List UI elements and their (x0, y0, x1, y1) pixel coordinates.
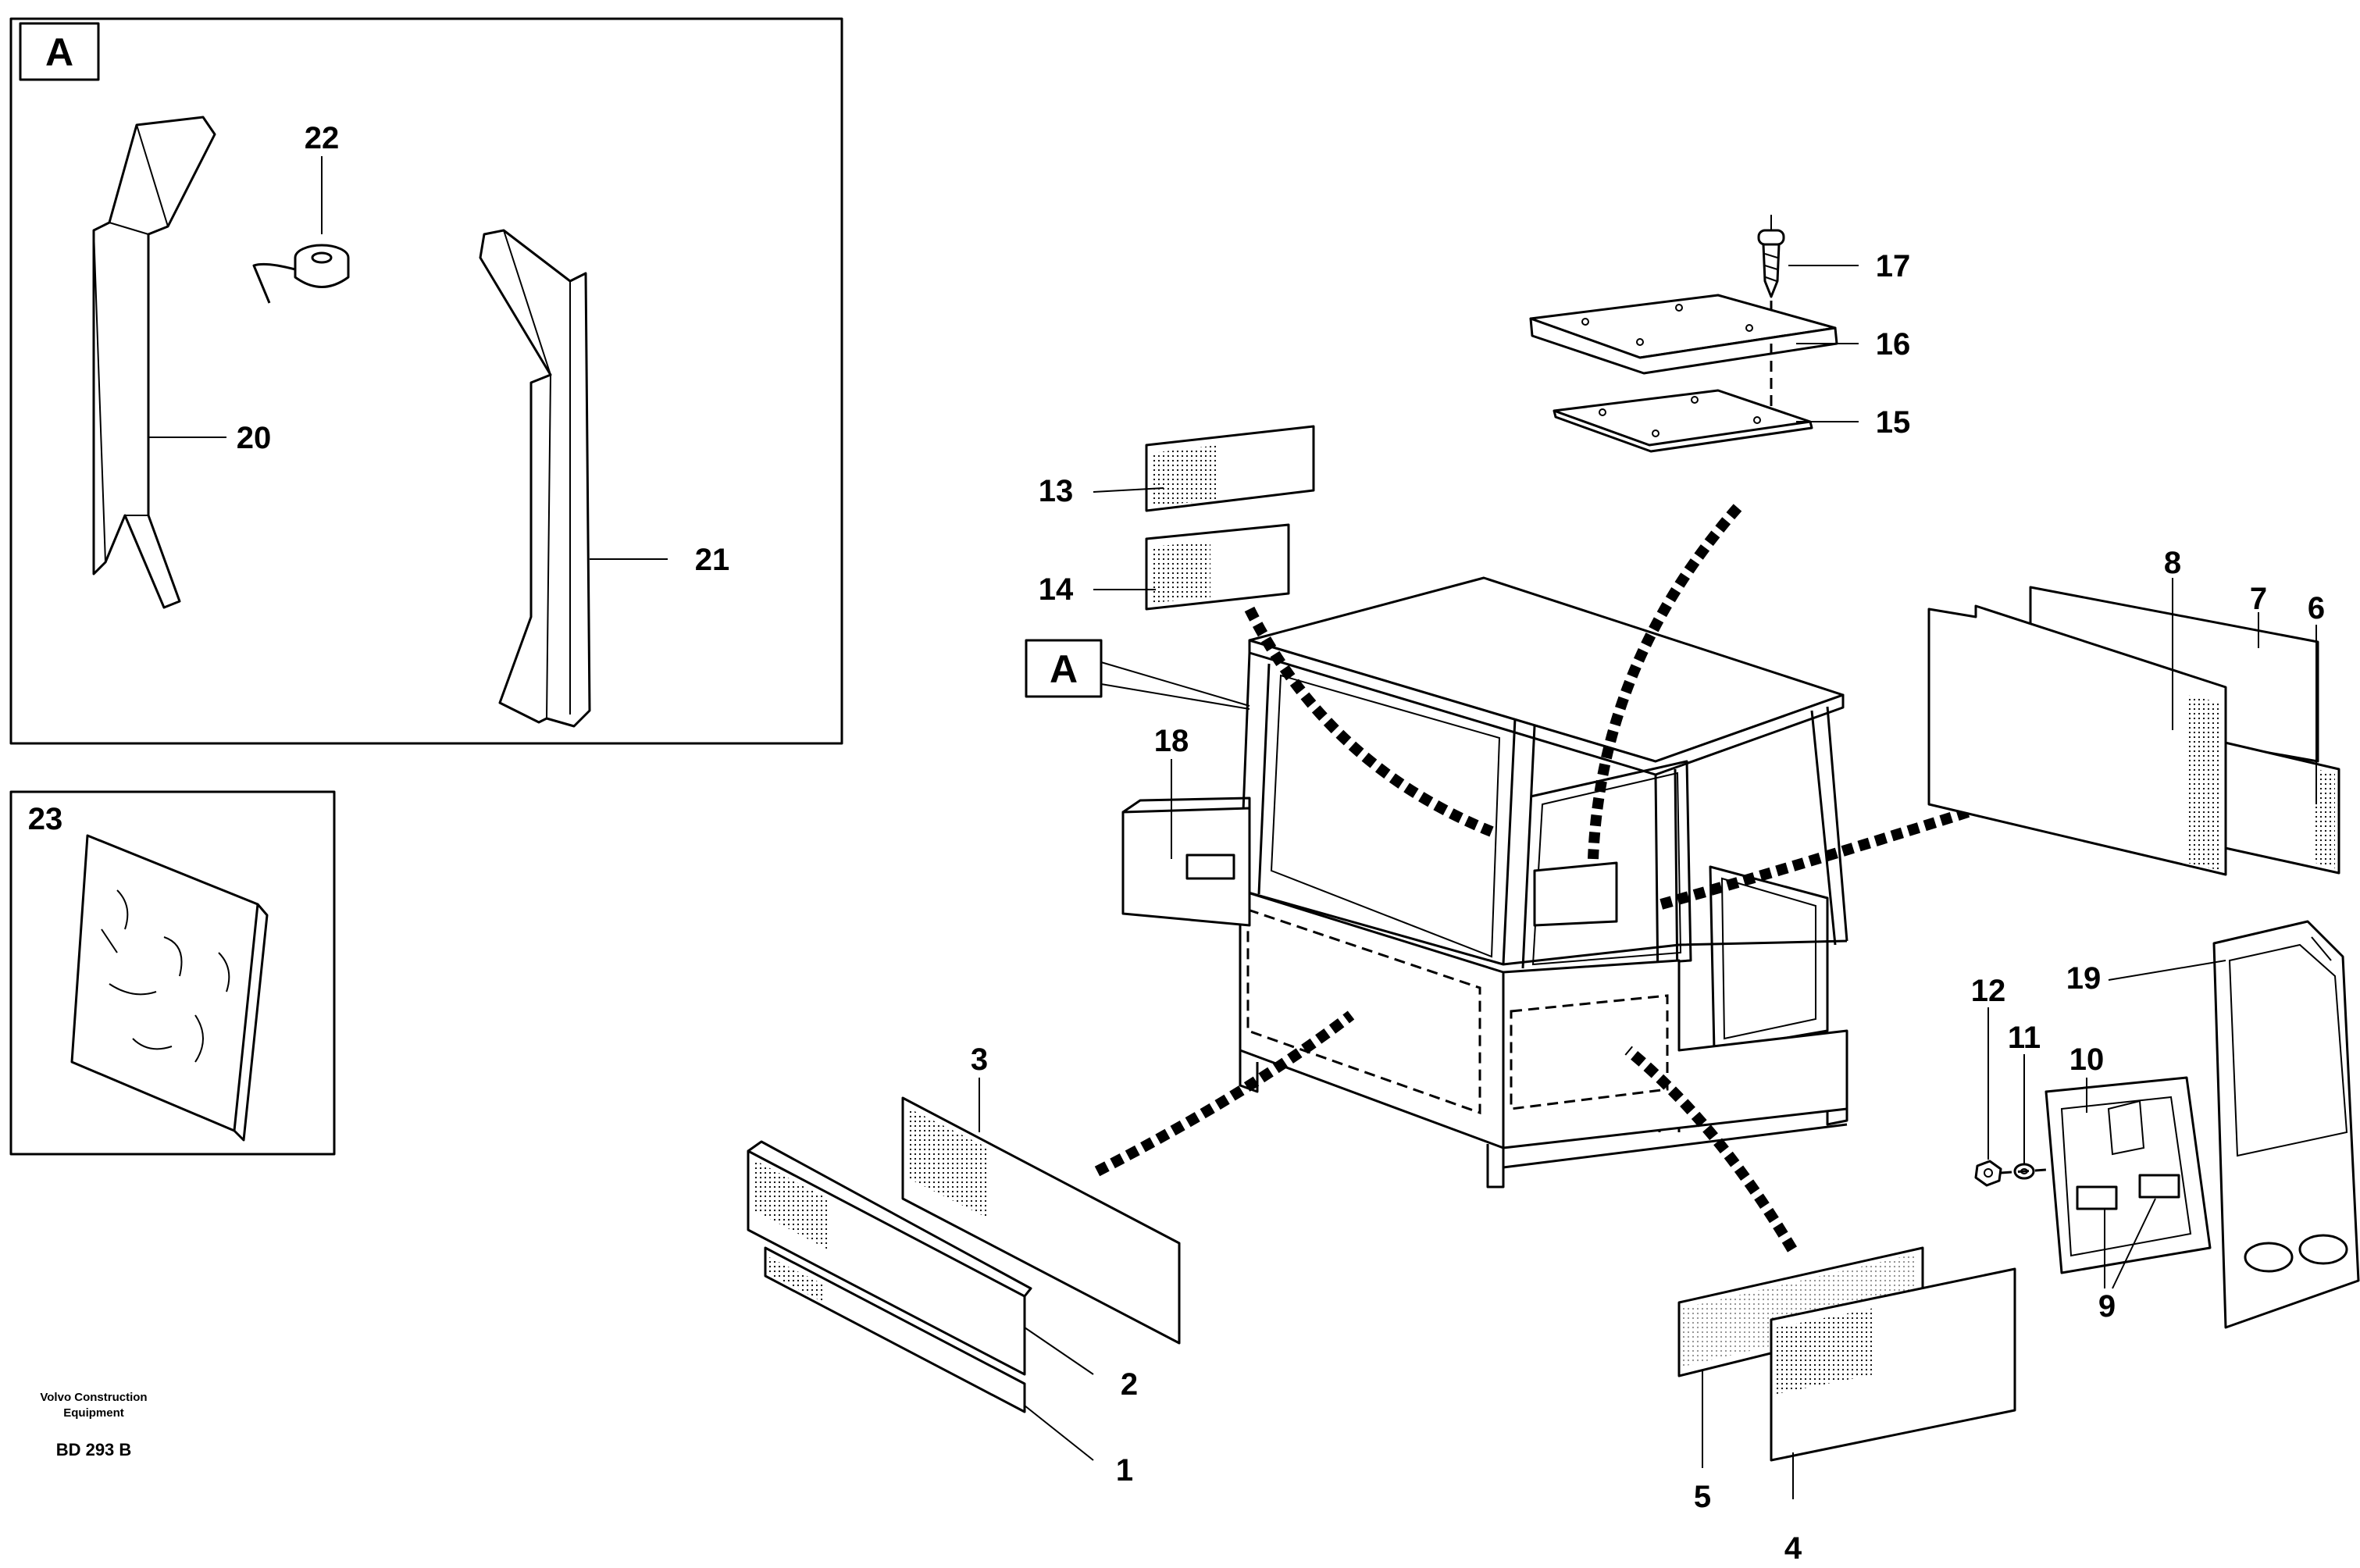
credit-block: Volvo Construction Equipment BD 293 B (40, 1391, 147, 1459)
label-21: 21 (695, 543, 730, 577)
leader-2 (1024, 1327, 1094, 1375)
label-5: 5 (1694, 1480, 1711, 1514)
detail-frame-a: A 20 22 21 (9, 17, 843, 745)
label-16: 16 (1876, 327, 1911, 362)
credit-line2: Equipment (63, 1406, 124, 1420)
detail-frame-label: A (45, 30, 73, 74)
label-19: 19 (2066, 961, 2102, 996)
label-6: 6 (2308, 591, 2325, 625)
part-3-floor-strip (901, 1096, 1181, 1345)
part-21-pillar-trim (479, 229, 591, 728)
part-13-insulation-block (1145, 425, 1315, 512)
detail-callout-a: A (1025, 639, 1250, 710)
label-20: 20 (237, 421, 272, 455)
leader-1 (1024, 1405, 1094, 1461)
part-17-screw (1757, 215, 1785, 320)
label-3: 3 (971, 1042, 988, 1077)
callout-label: A (1050, 647, 1078, 691)
label-17: 17 (1876, 249, 1911, 283)
assembly-arrows (1094, 504, 1970, 1253)
label-8: 8 (2164, 546, 2181, 580)
label-23: 23 (28, 802, 63, 836)
part-16-roof-cover (1529, 294, 1838, 375)
part-1-floor-strip (764, 1246, 1026, 1413)
part-19-door (2212, 920, 2360, 1329)
part-22-tape-roll (252, 244, 350, 304)
label-9: 9 (2098, 1289, 2116, 1324)
label-7: 7 (2250, 582, 2267, 616)
part-2-floor-strip (747, 1140, 1032, 1376)
part-15-roof-gasket (1553, 389, 1813, 453)
leader-19 (2108, 960, 2226, 981)
part-10-door-inner-panel (2045, 1076, 2212, 1274)
part-6-rear-panel (2220, 740, 2340, 875)
drawing-code: BD 293 B (56, 1440, 132, 1459)
cab-body (1121, 576, 1848, 1188)
part-9-handles (2076, 1174, 2180, 1210)
part-20-pillar-trim (92, 116, 216, 609)
label-14: 14 (1039, 572, 1074, 607)
label-11: 11 (2008, 1021, 2041, 1055)
label-12: 12 (1971, 974, 2006, 1008)
leader-9 (2104, 1198, 2156, 1289)
label-2: 2 (1121, 1367, 1138, 1402)
leader-13 (1093, 487, 1164, 493)
label-22: 22 (305, 121, 340, 155)
credit-line1: Volvo Construction (40, 1391, 147, 1404)
label-10: 10 (2069, 1042, 2105, 1077)
part-14-insulation-block (1145, 523, 1290, 611)
detail-frame-23: 23 (9, 790, 336, 1156)
part-8-rear-panel (1927, 604, 2227, 876)
part-23-insulation-mat (70, 834, 269, 1142)
fastener-axis (2000, 1168, 2047, 1174)
label-4: 4 (1784, 1531, 1802, 1566)
label-15: 15 (1876, 405, 1911, 440)
part-12-nut (1974, 1160, 2002, 1187)
part-4-wall-panel (1770, 1267, 2016, 1462)
label-1: 1 (1116, 1453, 1133, 1488)
label-13: 13 (1039, 474, 1074, 508)
label-18: 18 (1154, 724, 1189, 758)
